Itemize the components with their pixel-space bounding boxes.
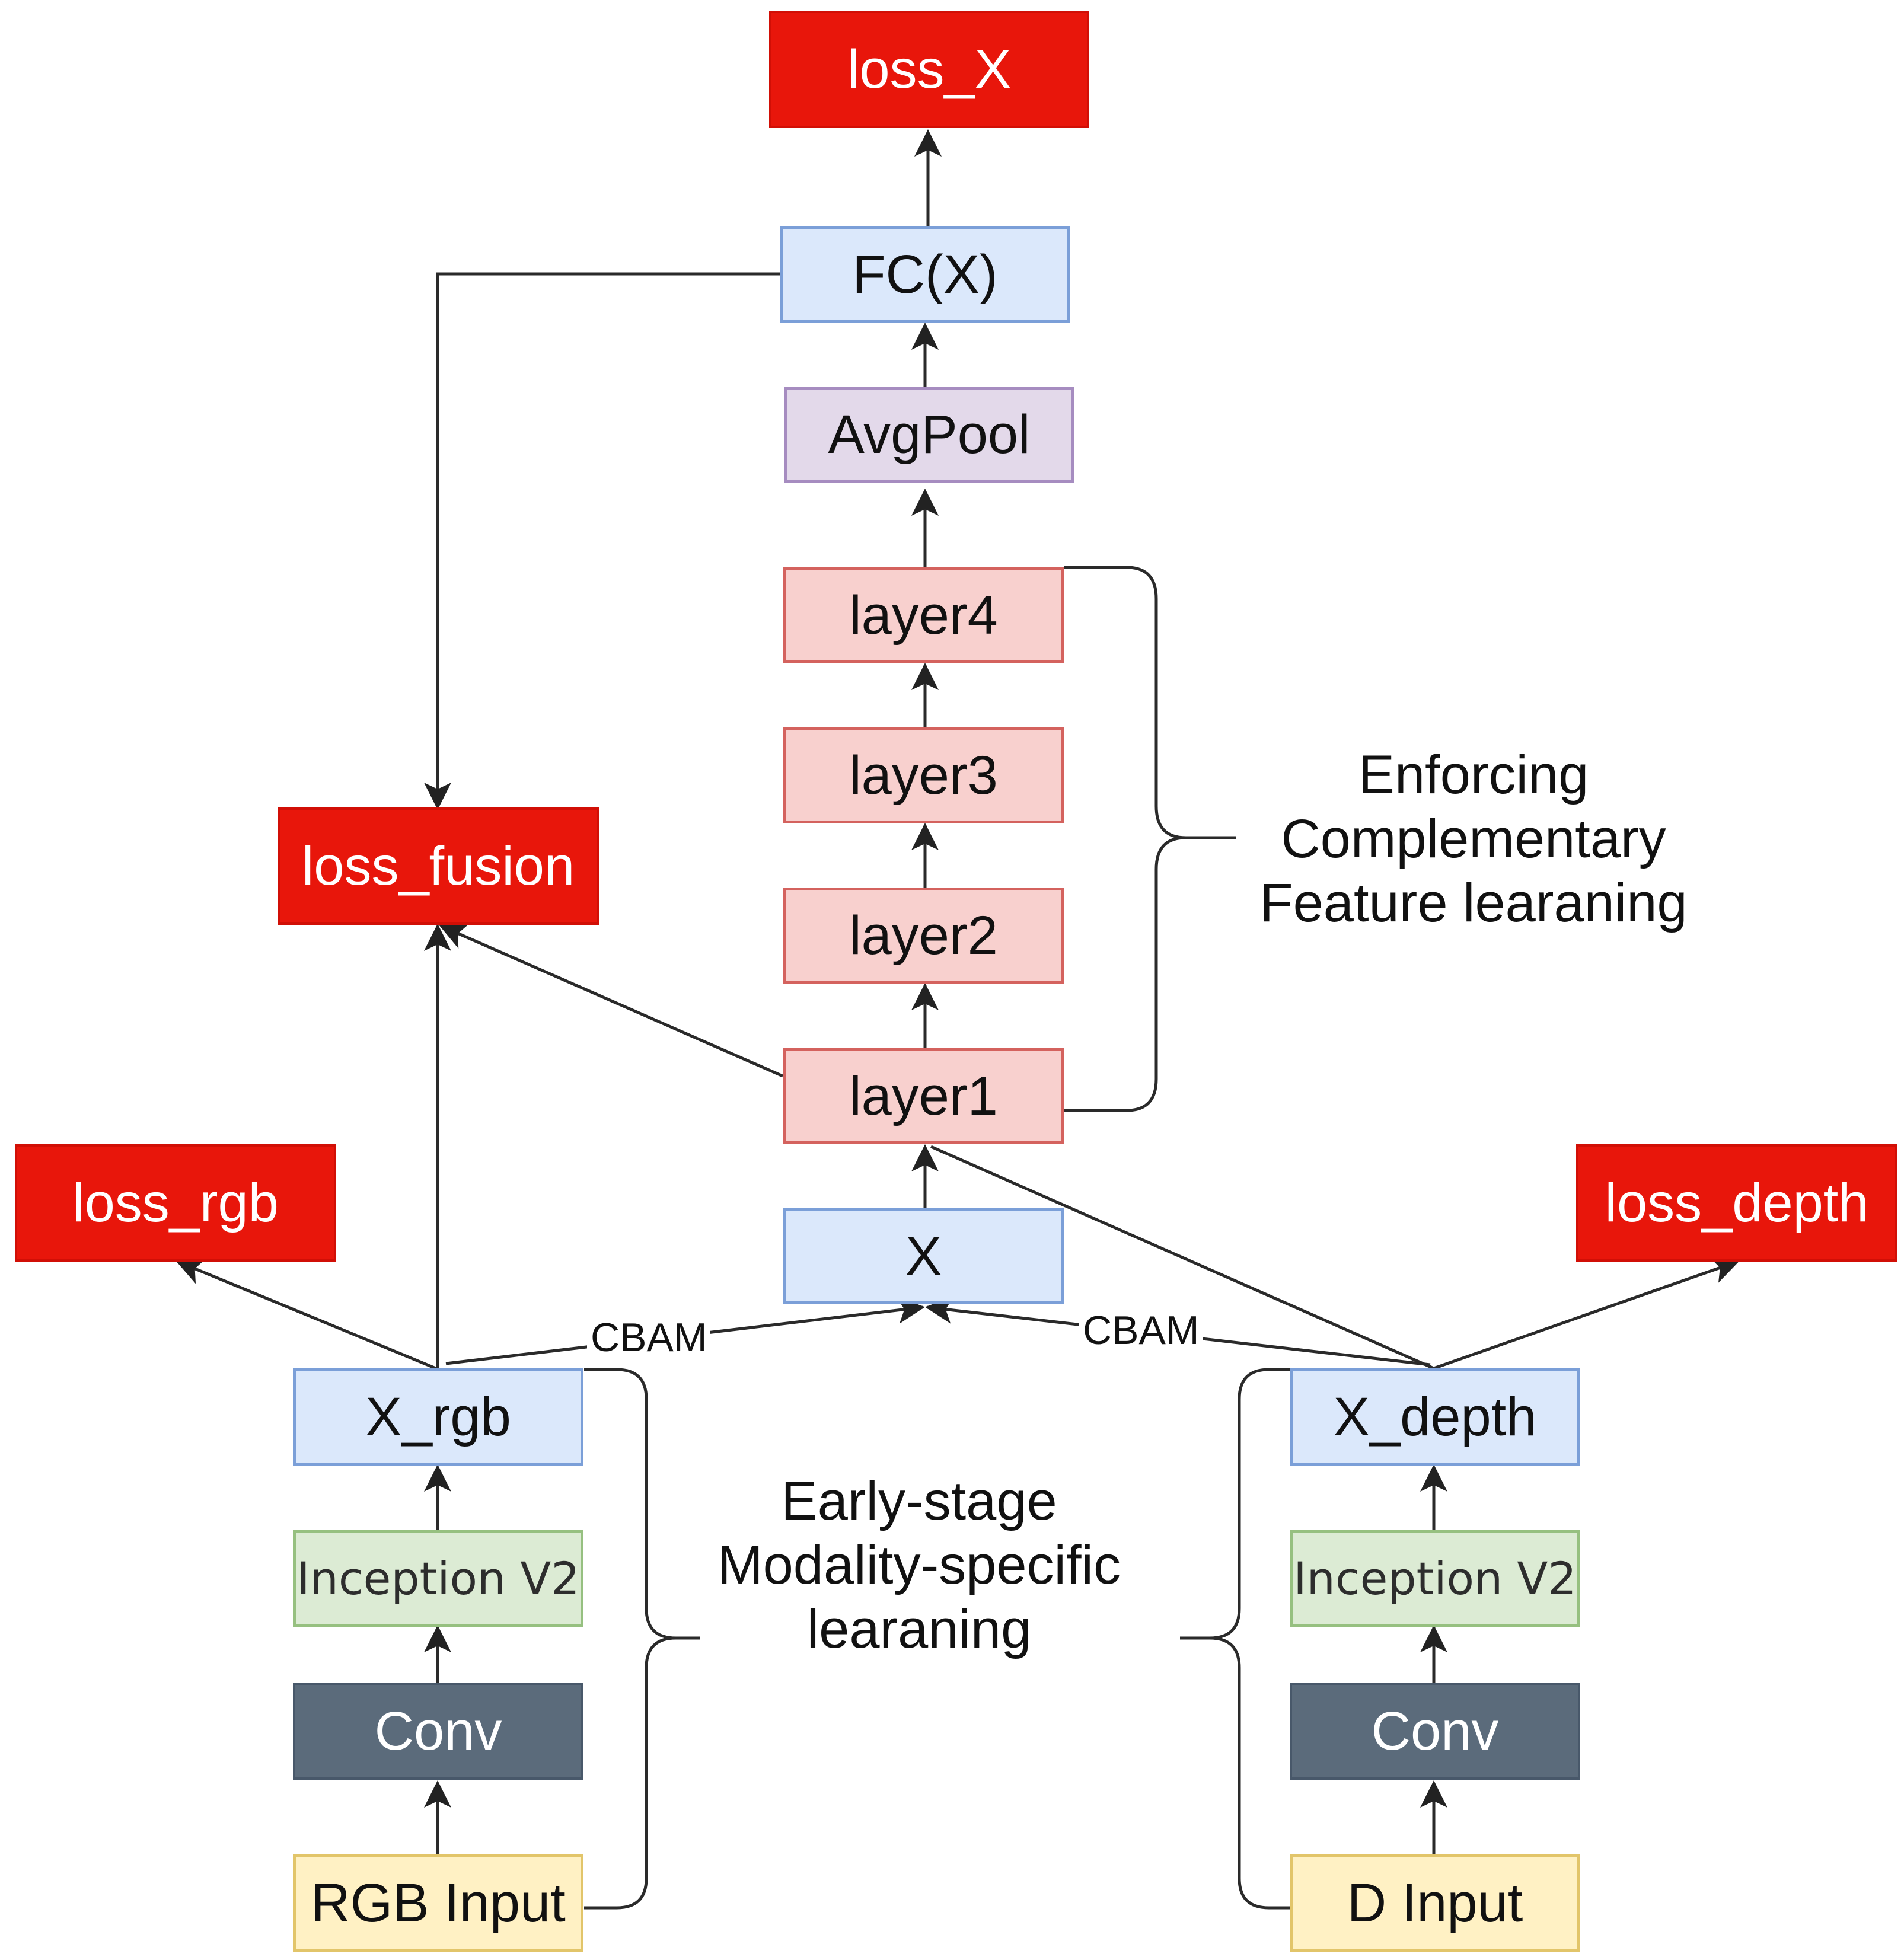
inception-depth-node: Inception V2: [1290, 1530, 1580, 1627]
brace-early-depth: [1180, 1368, 1302, 1910]
rgb-input-node: RGB Input: [293, 1854, 583, 1952]
edge-xrgb-to-lossrgb: [176, 1258, 436, 1370]
edge-xdepth-to-layer1: [930, 1145, 1435, 1370]
edge-layer1-to-lossfusion: [439, 923, 784, 1078]
layer2-node: layer2: [783, 888, 1064, 984]
early-stage-line-2: Modality-specific: [717, 1535, 1121, 1595]
x-node: X: [783, 1208, 1064, 1304]
x-depth-node: X_depth: [1290, 1368, 1580, 1466]
loss-x-node: loss_X: [769, 11, 1089, 128]
conv-depth-node: Conv: [1290, 1683, 1580, 1780]
d-input-node: D Input: [1290, 1854, 1580, 1952]
early-stage-line-1: Early-stage: [781, 1471, 1057, 1531]
complementary-line-2: Complementary: [1281, 809, 1666, 869]
brace-complementary: [1064, 566, 1236, 1112]
layer1-node: layer1: [783, 1048, 1064, 1144]
complementary-annotation: Enforcing Complementary Feature learanin…: [1230, 743, 1717, 935]
loss-rgb-node: loss_rgb: [15, 1144, 336, 1262]
cbam-label-depth: CBAM: [1079, 1308, 1203, 1353]
edge-fc-to-lossfusion: [424, 272, 780, 810]
cbam-label-rgb: CBAM: [587, 1315, 711, 1360]
loss-depth-node: loss_depth: [1576, 1144, 1897, 1262]
layer4-node: layer4: [783, 567, 1064, 663]
fc-node: FC(X): [780, 226, 1070, 323]
early-stage-annotation: Early-stage Modality-specific learaning: [691, 1469, 1147, 1661]
loss-fusion-node: loss_fusion: [278, 807, 599, 925]
brace-early-rgb: [584, 1368, 700, 1910]
layer3-node: layer3: [783, 727, 1064, 823]
inception-rgb-node: Inception V2: [293, 1530, 583, 1627]
early-stage-line-3: learaning: [806, 1599, 1032, 1659]
avgpool-node: AvgPool: [784, 387, 1074, 483]
complementary-line-3: Feature learaning: [1259, 873, 1688, 933]
x-rgb-node: X_rgb: [293, 1368, 583, 1466]
complementary-line-1: Enforcing: [1358, 745, 1589, 805]
conv-rgb-node: Conv: [293, 1683, 583, 1780]
edge-xdepth-to-lossdepth: [1433, 1257, 1740, 1370]
